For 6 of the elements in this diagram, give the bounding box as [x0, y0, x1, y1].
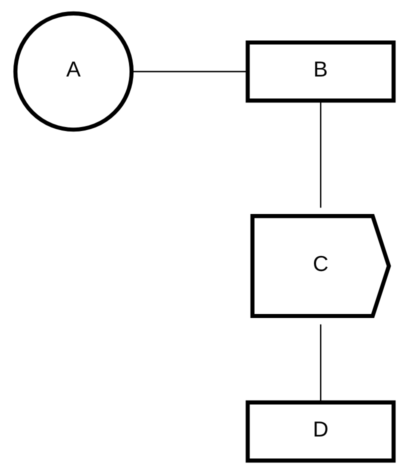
node-box: B: [245, 40, 396, 103]
node-box: D: [245, 400, 396, 463]
connector: [132, 70, 247, 72]
connector: [319, 324, 321, 402]
connector: [319, 100, 321, 208]
node-circle: A: [12, 11, 134, 132]
